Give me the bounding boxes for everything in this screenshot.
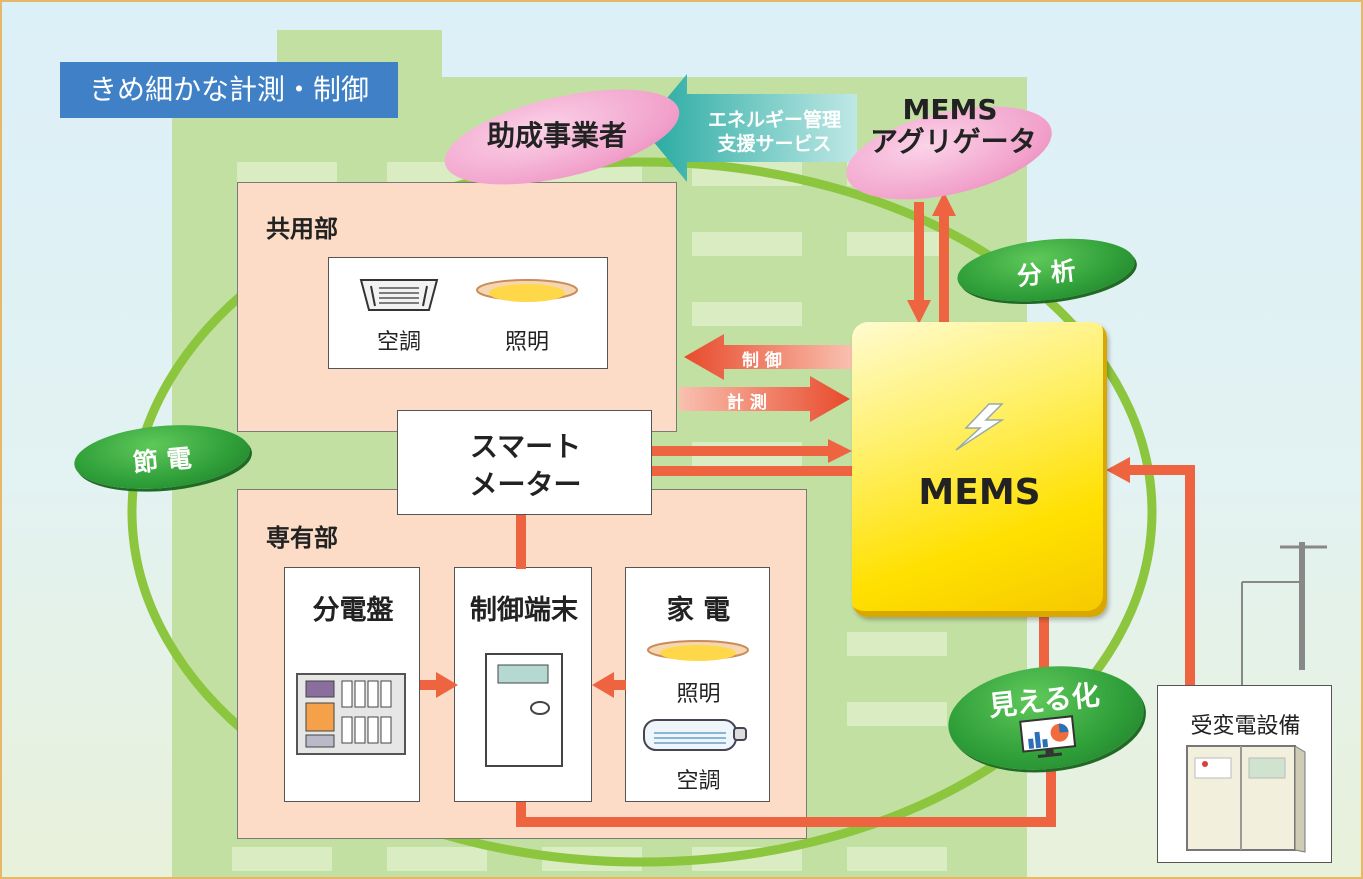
measure-arrow	[679, 376, 850, 422]
substation-label: 受変電設備	[1190, 714, 1301, 739]
page-title: きめ細かな計測・制御	[60, 62, 398, 118]
appliances-box: 家 電 照明 空調	[625, 567, 770, 802]
mems-label: MEMS	[918, 472, 1041, 513]
subsidy-label: 助成事業者	[486, 119, 627, 152]
meter-to-mems-arrows	[650, 439, 852, 476]
air-conditioner-ceiling-icon	[359, 279, 439, 311]
control-terminal-box: 制御端末	[454, 567, 592, 802]
visualization-loop-line	[516, 617, 1056, 827]
aggregator-line2: アグリゲータ	[870, 125, 1037, 158]
smart-meter-line2: メーター	[469, 468, 582, 501]
appliance-light-icon	[647, 640, 749, 661]
private-area-label: 専有部	[266, 524, 338, 552]
control-terminal-icon	[485, 653, 563, 767]
substation-cabinet-icon	[1186, 745, 1306, 853]
substation-to-mems-arrow	[1106, 457, 1195, 685]
appliance-lighting-label: 照明	[676, 682, 721, 707]
distribution-board-label: 分電盤	[312, 595, 394, 626]
control-arrow	[684, 334, 852, 380]
appliances-label: 家 電	[666, 595, 731, 626]
mems-box: MEMS	[852, 322, 1107, 617]
smart-meter-line1: スマート	[469, 430, 582, 463]
service-arrow	[642, 74, 857, 182]
appliance-aircon-icon	[643, 719, 747, 751]
common-lighting-label: 照明	[504, 330, 549, 355]
saving-cycle-ring	[127, 157, 1157, 867]
appliances-to-terminal-arrow	[592, 672, 626, 698]
measure-label: 計 測	[727, 393, 767, 413]
substation-box: 受変電設備	[1157, 685, 1332, 863]
common-area-panel: 共用部 空調 照明	[237, 182, 677, 432]
aggregator-link-arrows	[907, 192, 956, 324]
appliance-aircon-label: 空調	[676, 769, 721, 794]
common-devices-box: 空調 照明	[328, 257, 608, 369]
panel-to-terminal-arrow	[420, 672, 458, 698]
common-area-label: 共用部	[266, 215, 338, 243]
smart-meter-box: スマート メーター	[397, 410, 652, 515]
control-label: 制 御	[742, 351, 782, 371]
meter-to-terminal-line	[516, 514, 526, 569]
monitor-chart-icon	[1019, 715, 1077, 759]
service-label-line2: 支援サービス	[717, 133, 832, 155]
aggregator-line1: MEMS	[902, 93, 998, 126]
distribution-board-box: 分電盤	[284, 567, 420, 802]
control-terminal-label: 制御端末	[470, 595, 578, 626]
utility-pole-icon	[1241, 542, 1327, 686]
service-label-line1: エネルギー管理	[707, 109, 841, 131]
visualize-badge: 見える化	[943, 657, 1149, 779]
distribution-board-icon	[296, 673, 406, 755]
lightning-icon	[955, 403, 1005, 451]
common-aircon-label: 空調	[376, 330, 421, 355]
ceiling-light-icon	[476, 279, 578, 302]
